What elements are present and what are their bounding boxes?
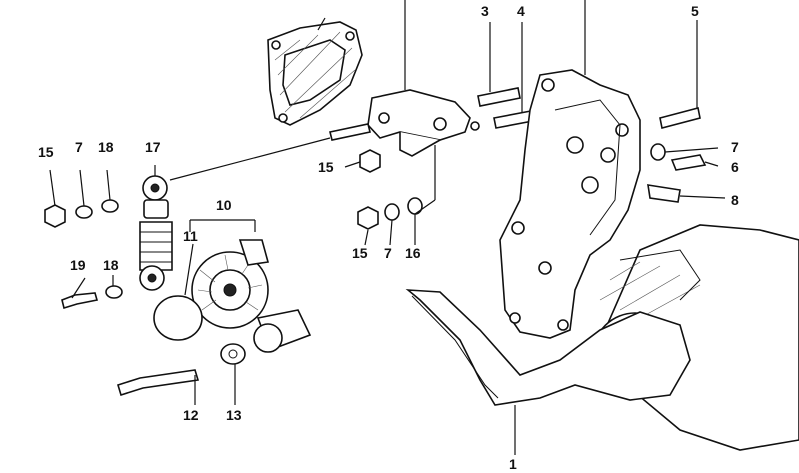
bracket [367, 89, 480, 157]
mounting-bracket [499, 69, 641, 339]
callout-15: 15 [318, 159, 334, 175]
leader-lines [49, 0, 726, 455]
callout-15: 15 [38, 144, 54, 160]
drive-belt [405, 289, 691, 406]
callout-10: 10 [216, 197, 232, 213]
callout-1: 1 [509, 456, 517, 472]
gasket [267, 21, 363, 126]
tensioner-pulley [153, 239, 312, 353]
callout-12: 12 [183, 407, 199, 423]
callout-7: 7 [731, 139, 739, 155]
callout-6: 6 [731, 159, 739, 175]
callout-18: 18 [98, 139, 114, 155]
callout-18: 18 [103, 257, 119, 273]
callout-7: 7 [384, 245, 392, 261]
fasteners [44, 143, 707, 397]
callouts: 2 3 4 5 15 7 18 17 10 11 19 18 15 15 7 1… [38, 0, 739, 472]
callout-5: 5 [691, 3, 699, 19]
callout-11: 11 [183, 228, 198, 244]
callout-19: 19 [70, 257, 86, 273]
callout-2: 2 [400, 0, 408, 1]
callout-8: 8 [731, 192, 739, 208]
callout-15: 15 [352, 245, 368, 261]
callout-7: 7 [75, 139, 83, 155]
callout-13: 13 [226, 407, 242, 423]
callout-4: 4 [517, 3, 525, 19]
tensioner-spring [139, 175, 173, 291]
callout-16: 16 [405, 245, 421, 261]
callout-17: 17 [145, 139, 161, 155]
callout-3: 3 [481, 3, 489, 19]
